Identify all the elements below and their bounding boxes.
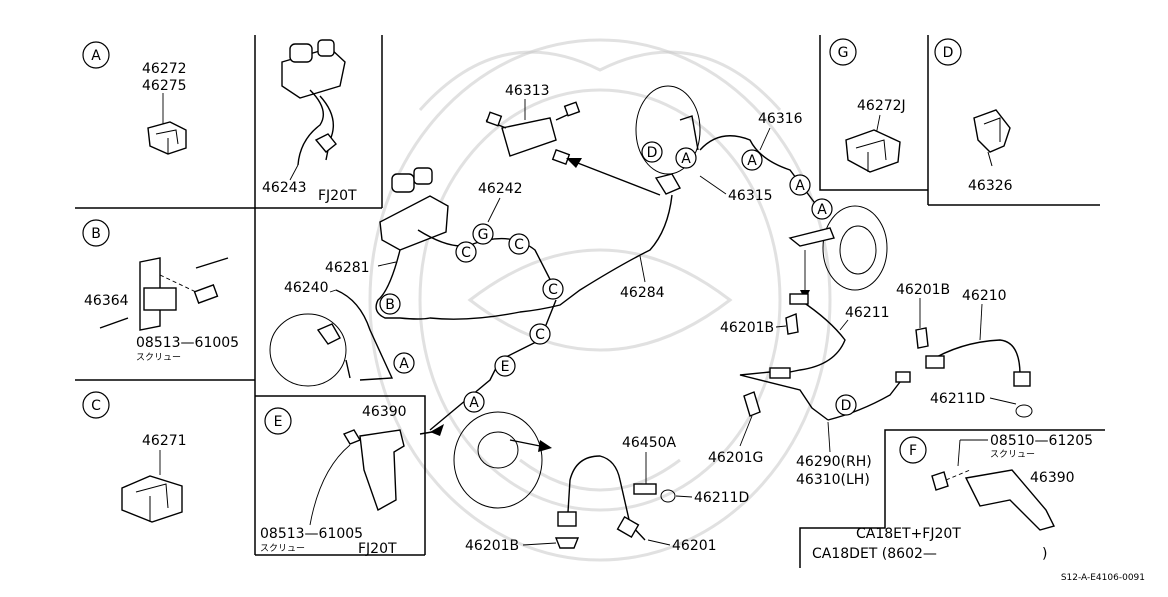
section-d-letter: D — [943, 45, 954, 61]
part-08513-a-label: 08513—61005 — [136, 335, 239, 351]
section-a-marker — [82, 41, 110, 69]
section-b: B 46364 08513—61005 スクリュー — [82, 219, 239, 363]
variant-ca18det-close: ) — [1042, 546, 1047, 562]
clip-46271 — [121, 475, 183, 523]
clip-46272j — [845, 129, 901, 173]
screw-jp-3: スクリュー — [990, 449, 1035, 460]
part-46211d-2-label: 46211D — [694, 490, 749, 506]
callout-a-5: A — [795, 178, 805, 194]
part-46390-e-label: 46390 — [362, 404, 407, 420]
clip-46272 — [147, 121, 187, 155]
part-46211-label: 46211 — [845, 305, 890, 321]
callout-c-3: C — [548, 282, 558, 298]
part-46240-label: 46240 — [284, 280, 329, 296]
watermark-emblem — [368, 38, 832, 562]
part-46281-label: 46281 — [325, 260, 370, 276]
part-46211d-1-label: 46211D — [930, 391, 985, 407]
part-46316-label: 46316 — [758, 111, 803, 127]
part-46364-label: 46364 — [84, 293, 129, 309]
part-46201b-2-label: 46201B — [896, 282, 950, 298]
section-g: G 46272J — [829, 38, 906, 173]
part-46210-label: 46210 — [962, 288, 1007, 304]
part-46201-label: 46201 — [672, 538, 717, 554]
callout-d-1: D — [647, 145, 658, 161]
part-08513-b-label: 08513—61005 — [260, 526, 363, 542]
section-c: C 46271 — [82, 391, 187, 523]
clip-46326 — [973, 109, 1011, 153]
callout-d-2: D — [841, 398, 852, 414]
variant-fj20t-bottom: FJ20T — [358, 541, 397, 557]
part-46390-f-label: 46390 — [1030, 470, 1075, 486]
part-46315-label: 46315 — [728, 188, 773, 204]
panel-frames — [75, 35, 1105, 568]
section-e: E 46390 08513—61005 スクリュー FJ20T — [260, 404, 407, 557]
section-f-letter: F — [909, 443, 917, 459]
part-46272j-label: 46272J — [857, 98, 906, 114]
part-46201b-1-label: 46201B — [720, 320, 774, 336]
valve-46313 — [501, 117, 557, 157]
part-46290-label: 46290(RH) — [796, 454, 872, 470]
part-46201g-label: 46201G — [708, 450, 763, 466]
part-46313-label: 46313 — [505, 83, 550, 99]
screw-jp-1: スクリュー — [136, 352, 181, 363]
part-46272-label: 46272 — [142, 61, 187, 77]
section-c-letter: C — [91, 398, 101, 414]
part-46450a-label: 46450A — [622, 435, 677, 451]
bracket-46390-f — [964, 469, 1056, 531]
section-e-letter: E — [274, 414, 283, 430]
callout-c-2: C — [514, 237, 524, 253]
part-46271-label: 46271 — [142, 433, 187, 449]
part-46284-label: 46284 — [620, 285, 665, 301]
part-46201b-3-label: 46201B — [465, 538, 519, 554]
bracket-46390-e — [359, 429, 405, 512]
callout-a-2: A — [469, 395, 479, 411]
screw-jp-2: スクリュー — [260, 543, 305, 554]
line-callouts: A A A A A A B C C C C D D E G — [379, 141, 857, 416]
part-46242-label: 46242 — [478, 181, 523, 197]
section-b-letter: B — [91, 226, 101, 242]
callout-b-1: B — [385, 297, 395, 313]
section-f: F 08510—61205 スクリュー 46390 CA18ET+FJ20T C… — [812, 433, 1093, 562]
main-assembly: 46313 — [269, 83, 1033, 549]
callout-a-1: A — [399, 356, 409, 372]
callout-a-3: A — [681, 151, 691, 167]
section-d: D 46326 — [934, 38, 1013, 194]
section-g-letter: G — [838, 45, 849, 61]
master-cylinder — [379, 195, 449, 251]
variant-ca18det: CA18DET (8602— — [812, 546, 937, 562]
callout-a-4: A — [747, 153, 757, 169]
callout-e-1: E — [501, 359, 510, 375]
callout-g-1: G — [478, 227, 489, 243]
callout-a-6: A — [817, 202, 827, 218]
part-46275-label: 46275 — [142, 78, 187, 94]
part-46310-label: 46310(LH) — [796, 472, 870, 488]
part-46243-label: 46243 — [262, 180, 307, 196]
part-labels: 46242 46281 46240 46284 46316 46315 4620… — [284, 111, 1017, 554]
callout-c-1: C — [461, 245, 471, 261]
section-a: A 46272 46275 — [82, 41, 187, 155]
section-a-letter: A — [91, 48, 101, 64]
fj20t-inset: 46243 FJ20T — [262, 39, 357, 204]
variant-ca18et-fj20t: CA18ET+FJ20T — [856, 526, 961, 542]
callout-c-4: C — [535, 327, 545, 343]
part-46326-label: 46326 — [968, 178, 1013, 194]
figure-id: S12-A-E4106-0091 — [1061, 573, 1145, 583]
part-08510-label: 08510—61205 — [990, 433, 1093, 449]
variant-fj20t-top: FJ20T — [318, 188, 357, 204]
